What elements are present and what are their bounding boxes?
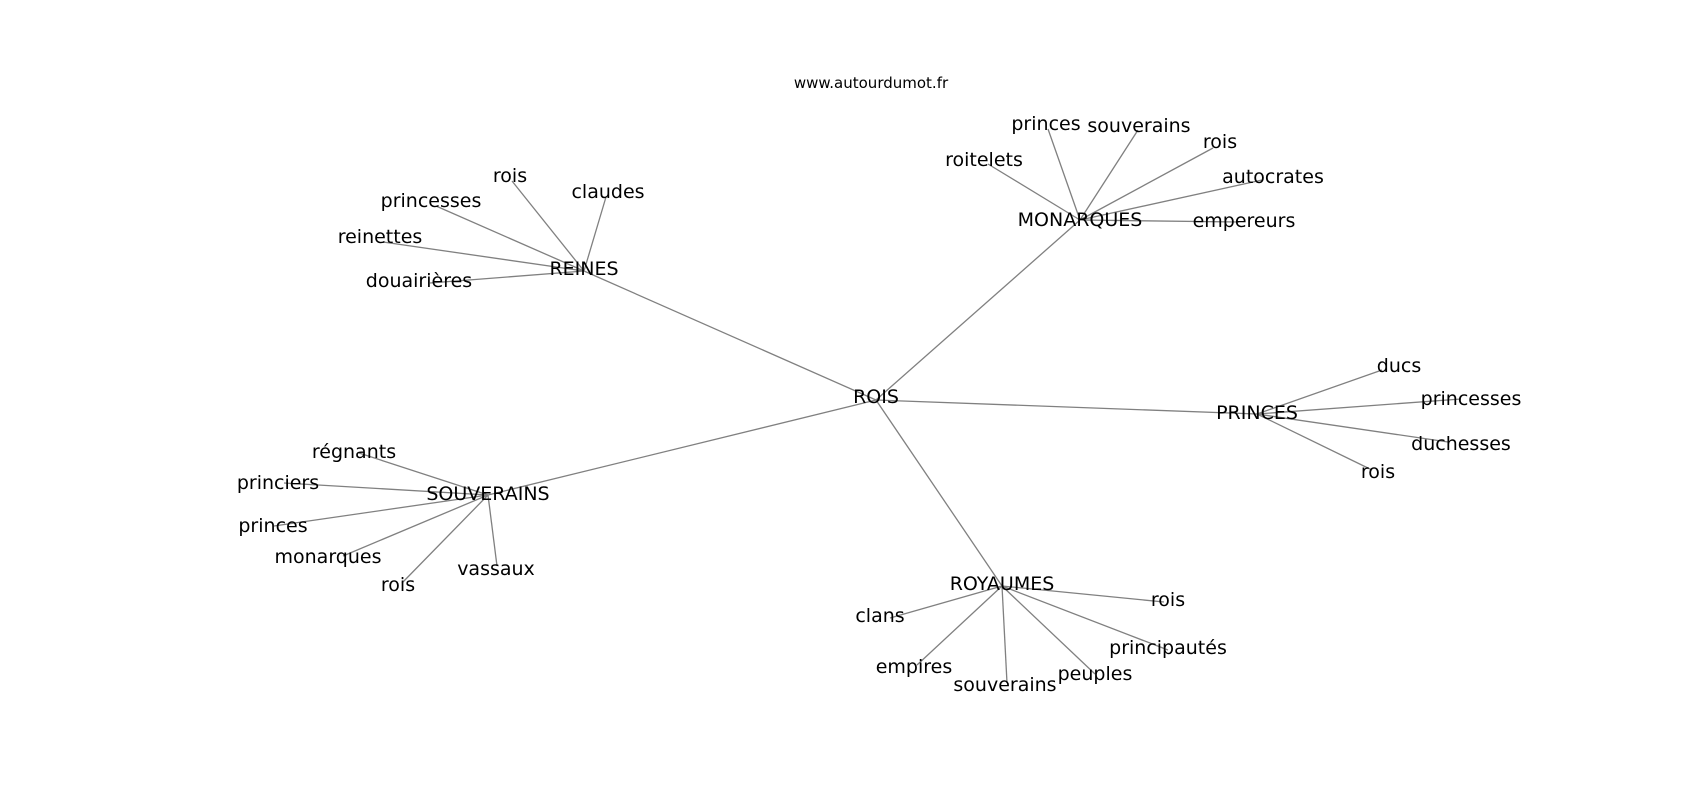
center-edges xyxy=(487,219,1258,587)
word-monarques-princes[interactable]: princes xyxy=(1011,113,1080,135)
edge-monarques-rois xyxy=(1079,147,1214,221)
word-reines-princesses[interactable]: princesses xyxy=(381,190,482,212)
word-monarques-souverains[interactable]: souverains xyxy=(1087,115,1190,137)
edge-rois-monarques xyxy=(875,219,1081,401)
word-souverains-vassaux[interactable]: vassaux xyxy=(457,558,535,580)
edge-princes-princesses xyxy=(1256,398,1462,415)
edge-rois-souverains xyxy=(487,399,877,496)
word-royaumes-principautes[interactable]: principautés xyxy=(1109,637,1227,659)
edge-royaumes-clans xyxy=(889,585,1003,619)
edge-souverains-rois xyxy=(401,494,489,584)
hub-label-monarques[interactable]: MONARQUES xyxy=(1018,209,1143,231)
word-princes-rois[interactable]: rois xyxy=(1361,461,1395,483)
edge-monarques-roitelets xyxy=(987,163,1081,221)
edge-rois-royaumes xyxy=(875,399,1003,587)
word-royaumes-clans[interactable]: clans xyxy=(855,605,904,627)
word-souverains-monarques[interactable]: monarques xyxy=(275,546,382,568)
edge-reines-rois xyxy=(511,180,585,272)
edge-monarques-princes xyxy=(1047,128,1081,221)
hub-label-princes[interactable]: PRINCES xyxy=(1216,402,1298,424)
word-souverains-regnants[interactable]: régnants xyxy=(312,441,396,463)
edge-monarques-souverains xyxy=(1079,129,1139,221)
word-souverains-rois[interactable]: rois xyxy=(381,574,415,596)
edge-reines-princesses xyxy=(435,205,585,272)
edge-royaumes-rois xyxy=(1001,585,1165,603)
edge-royaumes-peuples xyxy=(1001,585,1096,675)
edge-reines-claudes xyxy=(583,196,607,272)
word-souverains-princes[interactable]: princes xyxy=(238,515,307,537)
cluster-monarques: MONARQUES princes souverains rois roitel… xyxy=(945,113,1324,232)
word-royaumes-empires[interactable]: empires xyxy=(876,656,953,678)
word-reines-reinettes[interactable]: reinettes xyxy=(338,226,423,248)
edge-souverains-regnants xyxy=(358,452,489,496)
cluster-royaumes: ROYAUMES rois clans principautés empires… xyxy=(855,573,1227,696)
word-reines-rois[interactable]: rois xyxy=(493,165,527,187)
word-royaumes-peuples[interactable]: peuples xyxy=(1058,663,1133,685)
edge-souverains-princiers xyxy=(283,482,489,496)
edge-royaumes-empires xyxy=(916,585,1003,666)
cluster-princes: PRINCES ducs princesses duchesses rois xyxy=(1216,355,1521,483)
edge-souverains-monarques xyxy=(342,494,489,557)
hub-label-reines[interactable]: REINES xyxy=(549,258,618,280)
word-souverains-princiers[interactable]: princiers xyxy=(237,472,319,494)
word-monarques-autocrates[interactable]: autocrates xyxy=(1222,166,1324,188)
edge-royaumes-souverains xyxy=(1001,585,1008,684)
word-royaumes-rois[interactable]: rois xyxy=(1151,589,1185,611)
edge-rois-princes xyxy=(875,399,1258,415)
edge-rois-reines xyxy=(583,270,877,401)
center-node-label[interactable]: ROIS xyxy=(853,386,899,408)
edge-reines-douairieres xyxy=(429,270,585,284)
edge-princes-rois xyxy=(1256,413,1373,471)
edge-souverains-vassaux xyxy=(487,494,498,567)
edge-princes-ducs xyxy=(1256,369,1383,415)
edge-reines-reinettes xyxy=(382,241,585,272)
hub-label-souverains[interactable]: SOUVERAINS xyxy=(426,483,549,505)
word-royaumes-souverains[interactable]: souverains xyxy=(953,674,1056,696)
edge-monarques-autocrates xyxy=(1079,179,1263,221)
word-monarques-rois[interactable]: rois xyxy=(1203,131,1237,153)
word-monarques-roitelets[interactable]: roitelets xyxy=(945,149,1023,171)
word-princes-princesses[interactable]: princesses xyxy=(1421,388,1522,410)
word-monarques-empereurs[interactable]: empereurs xyxy=(1193,210,1296,232)
hub-label-royaumes[interactable]: ROYAUMES xyxy=(950,573,1055,595)
word-reines-douairieres[interactable]: douairières xyxy=(366,270,472,292)
edge-monarques-empereurs xyxy=(1079,219,1240,223)
cluster-souverains: SOUVERAINS régnants princiers princes mo… xyxy=(237,441,550,596)
cluster-reines: REINES rois claudes princesses reinettes… xyxy=(338,165,645,292)
edge-souverains-princes xyxy=(273,494,489,527)
word-princes-duchesses[interactable]: duchesses xyxy=(1411,433,1511,455)
word-reines-claudes[interactable]: claudes xyxy=(571,181,644,203)
edge-princes-duchesses xyxy=(1256,413,1449,443)
word-princes-ducs[interactable]: ducs xyxy=(1377,355,1421,377)
edge-royaumes-principautes xyxy=(1001,585,1169,651)
watermark: www.autourdumot.fr xyxy=(794,74,949,92)
